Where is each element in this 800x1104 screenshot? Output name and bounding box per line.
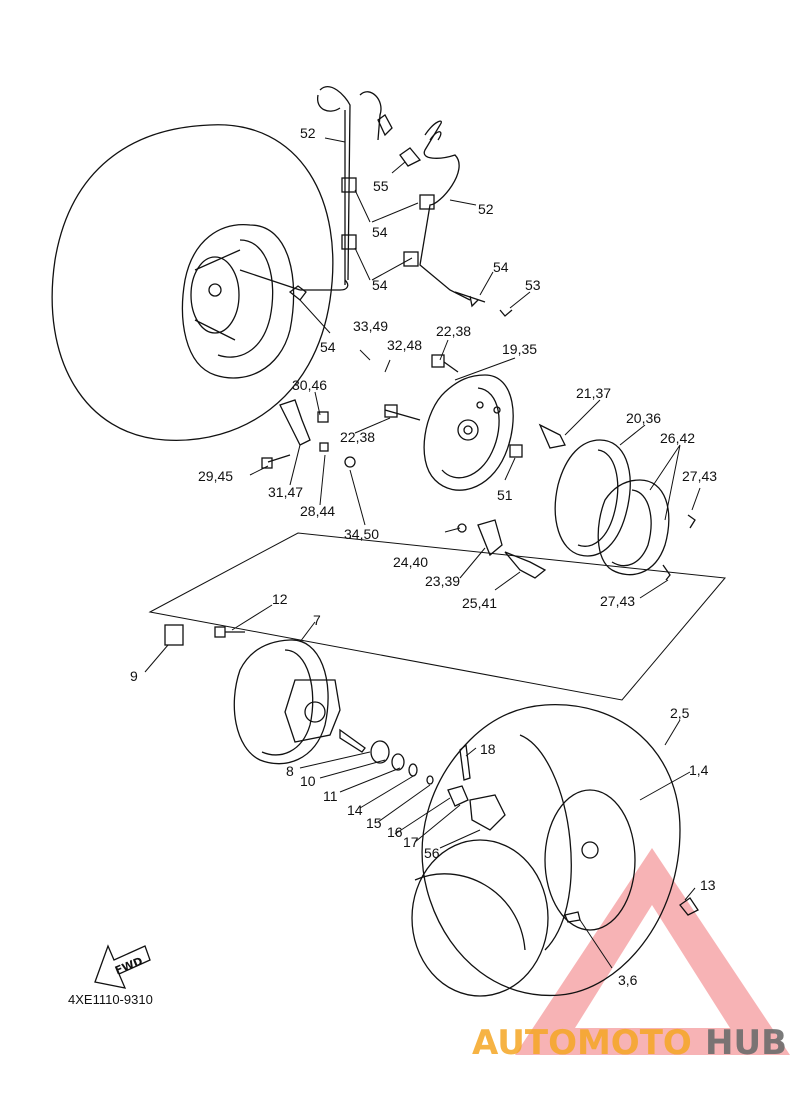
callout-label: 27,43 <box>600 593 635 609</box>
callout-label: 13 <box>700 877 716 893</box>
callout-label: 54 <box>493 259 509 275</box>
callout-label: 54 <box>372 277 388 293</box>
callout-label: 34,50 <box>344 526 379 542</box>
callout-label: 22,38 <box>340 429 375 445</box>
callout-label: 2,5 <box>670 705 690 721</box>
watermark-text-part2: HUB <box>705 1023 787 1063</box>
callout-label: 51 <box>497 487 513 503</box>
callout-labels: 52 55 52 54 54 54 53 54 33,49 22,38 32,4… <box>130 125 717 988</box>
callout-label: 16 <box>387 824 403 840</box>
fwd-arrow-icon: FWD <box>94 944 151 989</box>
callout-label: 22,38 <box>436 323 471 339</box>
callout-label: 8 <box>286 763 294 779</box>
callout-label: 15 <box>366 815 382 831</box>
watermark-text-part1: AUTOMOTO <box>472 1023 692 1063</box>
callout-label: 54 <box>372 224 388 240</box>
callout-label: 29,45 <box>198 468 233 484</box>
callout-label: 31,47 <box>268 484 303 500</box>
callout-label: 11 <box>323 788 338 804</box>
callout-label: 30,46 <box>292 377 327 393</box>
assembly-outline <box>148 532 726 701</box>
callout-label: 3,6 <box>618 972 638 988</box>
callout-label: 23,39 <box>425 573 460 589</box>
callout-label: 19,35 <box>502 341 537 357</box>
callout-label: 7 <box>313 612 321 628</box>
watermark-logo: AUTOMOTO HUB <box>472 848 790 1063</box>
wheel-hub <box>164 624 506 831</box>
wheel-rim <box>411 704 699 997</box>
callout-label: 55 <box>373 178 389 194</box>
callout-label: 26,42 <box>660 430 695 446</box>
callout-label: 9 <box>130 668 138 684</box>
callout-label: 18 <box>480 741 496 757</box>
callout-label: 56 <box>424 845 440 861</box>
brake-panel <box>384 354 523 491</box>
diagram-code: 4XE1110-9310 <box>68 992 153 1007</box>
callout-label: 52 <box>478 201 494 217</box>
callout-label: 33,49 <box>353 318 388 334</box>
callout-label: 28,44 <box>300 503 335 519</box>
callout-label: 14 <box>347 802 363 818</box>
callout-label: 53 <box>525 277 541 293</box>
watermark-triangle-icon <box>515 848 790 1055</box>
callout-label: 27,43 <box>682 468 717 484</box>
callout-label: 1,4 <box>689 762 709 778</box>
brake-cables <box>288 86 513 317</box>
callout-label: 10 <box>300 773 316 789</box>
callout-label: 12 <box>272 591 288 607</box>
brake-cam-arm <box>261 399 547 579</box>
callout-label: 24,40 <box>393 554 428 570</box>
callout-label: 52 <box>300 125 316 141</box>
callout-label: 25,41 <box>462 595 497 611</box>
callout-label: 54 <box>320 339 336 355</box>
callout-label: 17 <box>403 834 419 850</box>
callout-label: 20,36 <box>626 410 661 426</box>
leader-lines <box>144 137 701 969</box>
tire-upper-left <box>51 124 334 442</box>
callout-label: 21,37 <box>576 385 611 401</box>
brake-drum-and-shoes <box>538 423 696 581</box>
callout-label: 32,48 <box>387 337 422 353</box>
